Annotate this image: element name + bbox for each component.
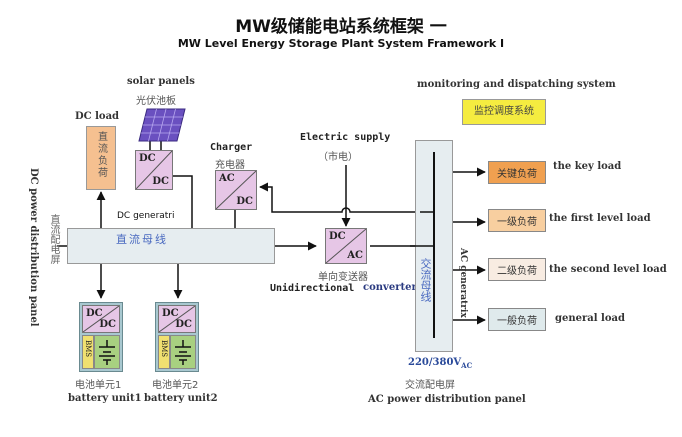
bms-box: BMS	[82, 335, 94, 369]
monitoring-system-box: 监控调度系统	[462, 99, 546, 125]
battery-unit-2: DC DC BMS	[155, 302, 199, 372]
load-general-en-label: general load	[555, 313, 625, 324]
load-first-level-en-label: the first level load	[549, 213, 651, 224]
battery-1-cn-label: 电池单元1	[75, 380, 122, 391]
solar-cn-label: 光伏池板	[136, 96, 176, 107]
battery-2-cn-label: 电池单元2	[152, 380, 199, 391]
bms-box: BMS	[158, 335, 170, 369]
solar-panel-icon	[138, 108, 186, 142]
solar-wire	[172, 175, 197, 241]
electric-supply-en-label: Electric supply	[300, 132, 391, 143]
solar-en-label: solar panels	[127, 76, 195, 87]
charger-feed-wire	[259, 182, 430, 213]
solar-dc-dc-converter: DC DC	[135, 150, 173, 190]
ac-bus-cn-label: 交流母线	[419, 258, 432, 302]
charger-cn-label: 充电器	[215, 160, 245, 171]
battery-dc-dc-converter: DC DC	[158, 305, 196, 333]
page-subtitle: MW Level Energy Storage Plant System Fra…	[177, 37, 505, 50]
converter-output-label: DC	[99, 319, 116, 330]
dc-distribution-panel	[67, 228, 275, 264]
electric-supply-cn-label: （市电）	[318, 152, 358, 163]
dc-bus-label: 直流母线	[116, 233, 168, 246]
load-second-level: 二级负荷	[488, 258, 546, 281]
battery-icon	[175, 340, 191, 365]
ac-panel-en-label: AC power distribution panel	[368, 394, 526, 405]
dc-bus-en-label: DC generatri	[117, 211, 175, 221]
voltage-sub: AC	[461, 361, 473, 370]
inverter-en-label-2: converter	[363, 282, 417, 293]
converter-input-label: AC	[219, 173, 235, 184]
battery-1-en-label: battery unit1	[68, 393, 142, 404]
dc-panel-en-label: DC power distribution panel	[28, 168, 39, 327]
load-first-level: 一级负荷	[488, 209, 546, 232]
battery-cell-box	[94, 335, 120, 369]
charger-ac-dc-converter: AC DC	[215, 170, 257, 210]
inverter-cn-label: 单向变送器	[318, 272, 368, 283]
converter-input-label: DC	[162, 308, 179, 319]
bms-label: BMS	[160, 340, 168, 358]
dc-panel-cn-label: 直流配电屏	[48, 214, 59, 264]
converter-input-label: DC	[329, 231, 346, 242]
load-key-en-label: the key load	[553, 161, 622, 172]
battery-unit-1: DC DC BMS	[79, 302, 123, 372]
converter-output-label: DC	[152, 176, 169, 187]
load-second-level-en-label: the second level load	[549, 264, 667, 275]
unidirectional-converter: DC AC	[325, 228, 367, 264]
load-key: 关键负荷	[488, 161, 546, 184]
monitoring-cn-label: 监控调度系统	[474, 106, 534, 117]
ac-bus-en-label: AC generatrix	[458, 248, 468, 318]
voltage-value: 220/380V	[408, 357, 462, 368]
bms-label: BMS	[84, 340, 92, 358]
converter-output-label: AC	[347, 250, 363, 261]
ac-voltage-label: 220/380VAC	[408, 357, 472, 370]
converter-input-label: DC	[139, 153, 156, 164]
battery-dc-dc-converter: DC DC	[82, 305, 120, 333]
dc-load-box: 直流负荷	[86, 126, 116, 190]
load-general: 一般负荷	[488, 308, 546, 331]
converter-input-label: DC	[86, 308, 103, 319]
dc-load-cn-label: 直流负荷	[95, 131, 107, 179]
inverter-en-label-1: Unidirectional	[270, 283, 355, 294]
dc-load-en-label: DC load	[75, 111, 120, 122]
battery-2-en-label: battery unit2	[144, 393, 218, 404]
ac-panel-cn-label: 交流配电屏	[405, 380, 455, 391]
battery-icon	[99, 340, 115, 365]
charger-en-label: Charger	[210, 142, 253, 153]
converter-output-label: DC	[236, 196, 253, 207]
monitoring-en-label: monitoring and dispatching system	[417, 79, 616, 90]
converter-output-label: DC	[175, 319, 192, 330]
page-title: MW级储能电站系统框架 一	[235, 17, 447, 37]
battery-cell-box	[170, 335, 196, 369]
